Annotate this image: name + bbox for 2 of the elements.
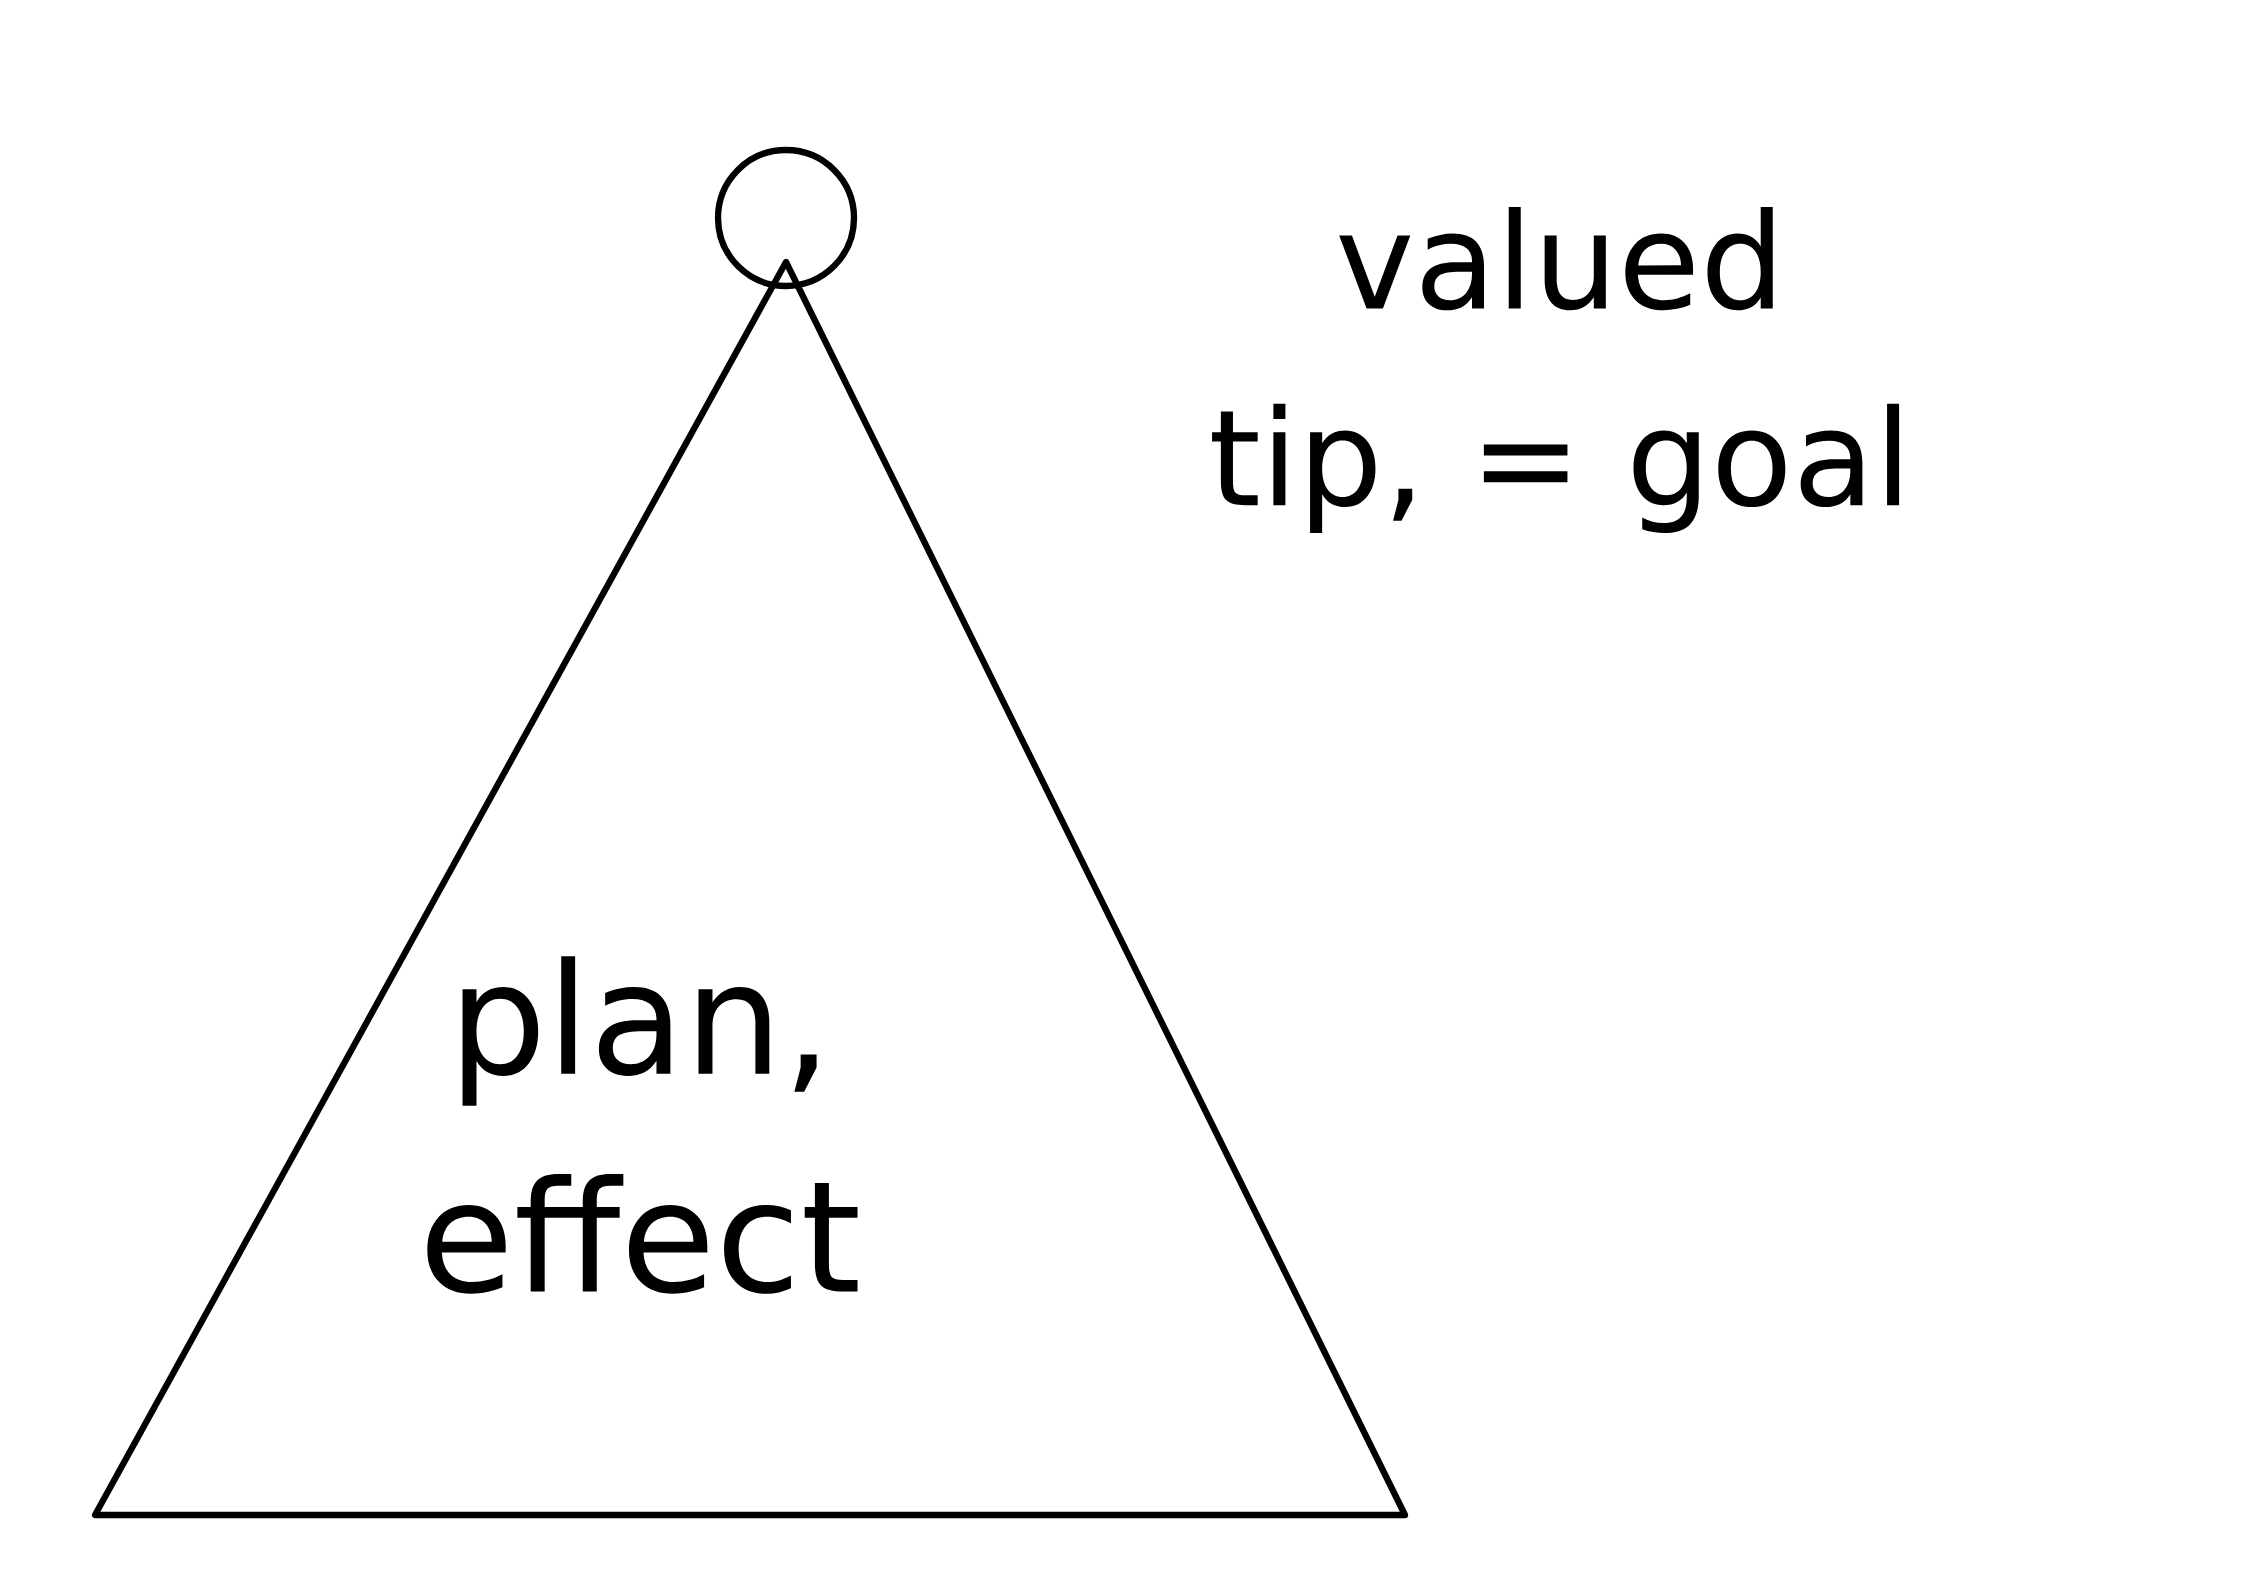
circle <box>714 146 858 290</box>
annotation: valued tip, = goal <box>1212 206 1900 533</box>
